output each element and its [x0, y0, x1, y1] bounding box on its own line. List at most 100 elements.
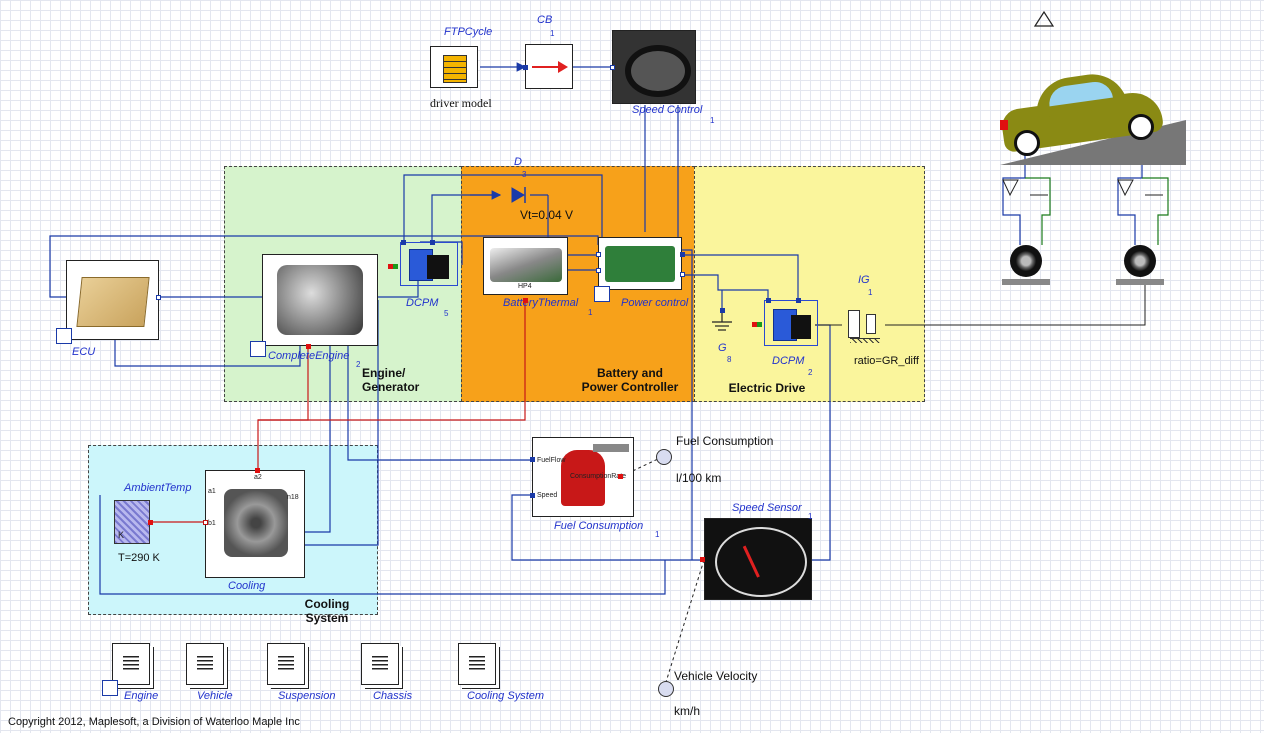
wheel-icon [1128, 114, 1154, 140]
tire-rear[interactable] [1116, 245, 1164, 285]
cb-sub: 1 [550, 29, 554, 38]
cooling-block[interactable] [205, 470, 305, 578]
port[interactable] [203, 520, 208, 525]
speed-sensor-block[interactable] [704, 518, 812, 600]
dcpm5-label: DCPM [406, 297, 438, 309]
complete-engine-block[interactable] [262, 254, 378, 346]
port[interactable] [523, 65, 528, 70]
doc-vehicle[interactable] [186, 643, 224, 685]
circuit-board-icon [605, 246, 675, 282]
port[interactable] [255, 468, 260, 473]
dcpm2-block[interactable] [764, 300, 818, 346]
fuel-probe-unit: l/100 km [676, 471, 721, 485]
speedometer-icon [715, 527, 807, 597]
port[interactable] [596, 252, 601, 257]
port[interactable] [530, 493, 535, 498]
port[interactable] [156, 295, 161, 300]
cooling-port-a1: a1 [208, 488, 216, 495]
speed-control-block[interactable] [612, 30, 696, 104]
doc-suspension[interactable] [267, 643, 305, 685]
doc-link-icon[interactable] [594, 286, 610, 302]
battery-thermal-sub: 1 [588, 308, 592, 317]
power-control-block[interactable] [598, 237, 682, 290]
port[interactable] [530, 457, 535, 462]
ecu-label: ECU [72, 346, 95, 358]
port[interactable] [796, 298, 801, 303]
vehicle-model[interactable] [1000, 70, 1190, 165]
doc-cooling-system[interactable] [458, 643, 496, 685]
diode-sub: 3 [522, 170, 526, 179]
doc-engine-label: Engine [124, 690, 158, 702]
tire-icon [1124, 245, 1156, 277]
document-icon [372, 656, 388, 670]
port[interactable] [680, 272, 685, 277]
port[interactable] [720, 308, 725, 313]
ig-sub: 1 [868, 288, 872, 297]
ground-sub: 8 [727, 355, 731, 364]
tire-ground-icon [1116, 279, 1164, 285]
port[interactable] [306, 344, 311, 349]
arrowhead-icon [558, 61, 568, 73]
table-icon [443, 55, 467, 83]
doc-suspension-label: Suspension [278, 690, 336, 702]
fuel-port-speed: Speed [537, 492, 557, 499]
tire-icon [1010, 245, 1042, 277]
port[interactable] [700, 557, 705, 562]
tire-front[interactable] [1002, 245, 1050, 285]
doc-chassis[interactable] [361, 643, 399, 685]
port[interactable] [148, 520, 153, 525]
wheel-icon [1014, 130, 1040, 156]
velocity-probe-unit: km/h [674, 704, 700, 718]
ecu-icon [76, 277, 149, 327]
gear-icon [866, 314, 876, 334]
cb-block[interactable] [525, 44, 573, 89]
complete-engine-label: CompleteEngine [268, 350, 349, 362]
battery-thermal-label: BatteryThermal [503, 297, 578, 309]
fuel-probe[interactable] [656, 449, 672, 465]
port[interactable] [523, 298, 528, 303]
motor-base-icon [791, 315, 811, 339]
fuel-probe-name: Fuel Consumption [676, 434, 773, 448]
complete-engine-sub: 2 [356, 360, 360, 369]
document-icon [123, 656, 139, 670]
velocity-probe[interactable] [658, 681, 674, 697]
document-icon [197, 656, 213, 670]
doc-link-icon[interactable] [250, 341, 266, 357]
speed-control-sub: 1 [710, 116, 714, 125]
fan-icon [224, 489, 288, 557]
ig-param: ratio=GR_diff [854, 355, 919, 367]
port[interactable] [766, 298, 771, 303]
port[interactable] [618, 474, 623, 479]
dcpm5-block[interactable] [400, 242, 458, 286]
dcpm5-indicator [388, 264, 398, 269]
port[interactable] [430, 240, 435, 245]
ftp-cycle-block[interactable] [430, 46, 478, 88]
port[interactable] [680, 252, 685, 257]
dcpm2-sub: 2 [808, 368, 812, 377]
ambient-temp-label: AmbientTemp [124, 482, 191, 494]
ftp-cycle-label: FTPCycle [444, 26, 492, 38]
doc-engine[interactable] [112, 643, 150, 685]
driver-model-label: driver model [430, 96, 492, 111]
doc-vehicle-label: Vehicle [197, 690, 233, 702]
port[interactable] [401, 240, 406, 245]
cooling-label: Cooling [228, 580, 265, 592]
fuel-port-in: FuelFlow [537, 457, 565, 464]
cooling-port-b1: b1 [208, 520, 216, 527]
ig-block[interactable] [842, 306, 886, 342]
battery-icon [490, 248, 562, 282]
fuel-nozzle-icon [593, 444, 629, 452]
engine-icon [277, 265, 363, 335]
document-icon [469, 656, 485, 670]
ecu-block[interactable] [66, 260, 159, 340]
fuel-consumption-sub: 1 [655, 530, 659, 539]
doc-link-icon[interactable] [56, 328, 72, 344]
port[interactable] [596, 268, 601, 273]
port[interactable] [610, 65, 615, 70]
doc-link-icon[interactable] [102, 680, 118, 696]
dcpm5-sub: 5 [444, 309, 448, 318]
cb-label: CB [537, 14, 552, 26]
battery-hp4: HP4 [518, 283, 532, 290]
ground-hatch-icon [850, 338, 880, 343]
cooling-port-a2: a2 [254, 474, 262, 481]
